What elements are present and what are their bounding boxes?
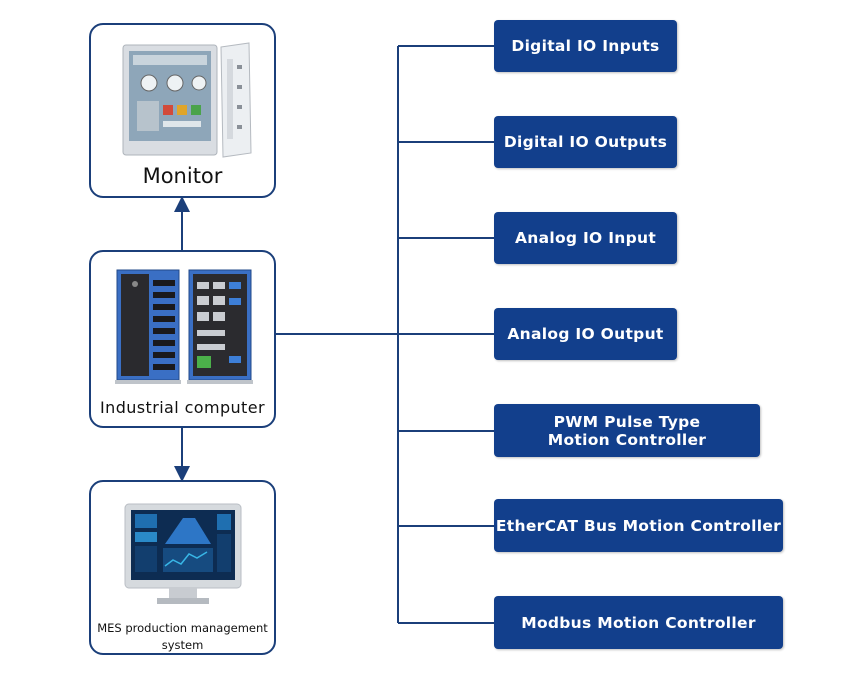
module-digital-io-inputs: Digital IO Inputs bbox=[494, 20, 677, 72]
module-label: EtherCAT Bus Motion Controller bbox=[495, 516, 782, 535]
module-label-line1: PWM Pulse Type bbox=[553, 412, 701, 431]
mes-label-line1: MES production management bbox=[97, 621, 268, 635]
monitor-card: Monitor bbox=[89, 23, 276, 198]
module-digital-io-outputs: Digital IO Outputs bbox=[494, 116, 677, 168]
monitor-image bbox=[122, 42, 252, 158]
mes-label-line2: system bbox=[161, 638, 204, 652]
module-analog-io-input: Analog IO Input bbox=[494, 212, 677, 264]
module-label: Analog IO Output bbox=[507, 325, 664, 343]
mes-monitor-image bbox=[124, 503, 242, 604]
module-ethercat-motion-controller: EtherCAT Bus Motion Controller bbox=[494, 499, 783, 552]
module-label: Digital IO Outputs bbox=[503, 133, 668, 151]
module-label: Analog IO Input bbox=[514, 229, 657, 247]
computer-label: Industrial computer bbox=[100, 398, 265, 417]
module-analog-io-output: Analog IO Output bbox=[494, 308, 677, 360]
computer-card: Industrial computer bbox=[89, 250, 276, 428]
mes-card: MES production management system bbox=[89, 480, 276, 655]
module-label-line2: Motion Controller bbox=[547, 430, 707, 449]
module-label: Digital IO Inputs bbox=[511, 37, 660, 55]
module-modbus-motion-controller: Modbus Motion Controller bbox=[494, 596, 783, 649]
monitor-label: Monitor bbox=[142, 164, 223, 188]
module-label: Modbus Motion Controller bbox=[521, 613, 756, 632]
module-pwm-motion-controller: PWM Pulse Type Motion Controller bbox=[494, 404, 760, 457]
industrial-computer-image bbox=[115, 269, 253, 384]
